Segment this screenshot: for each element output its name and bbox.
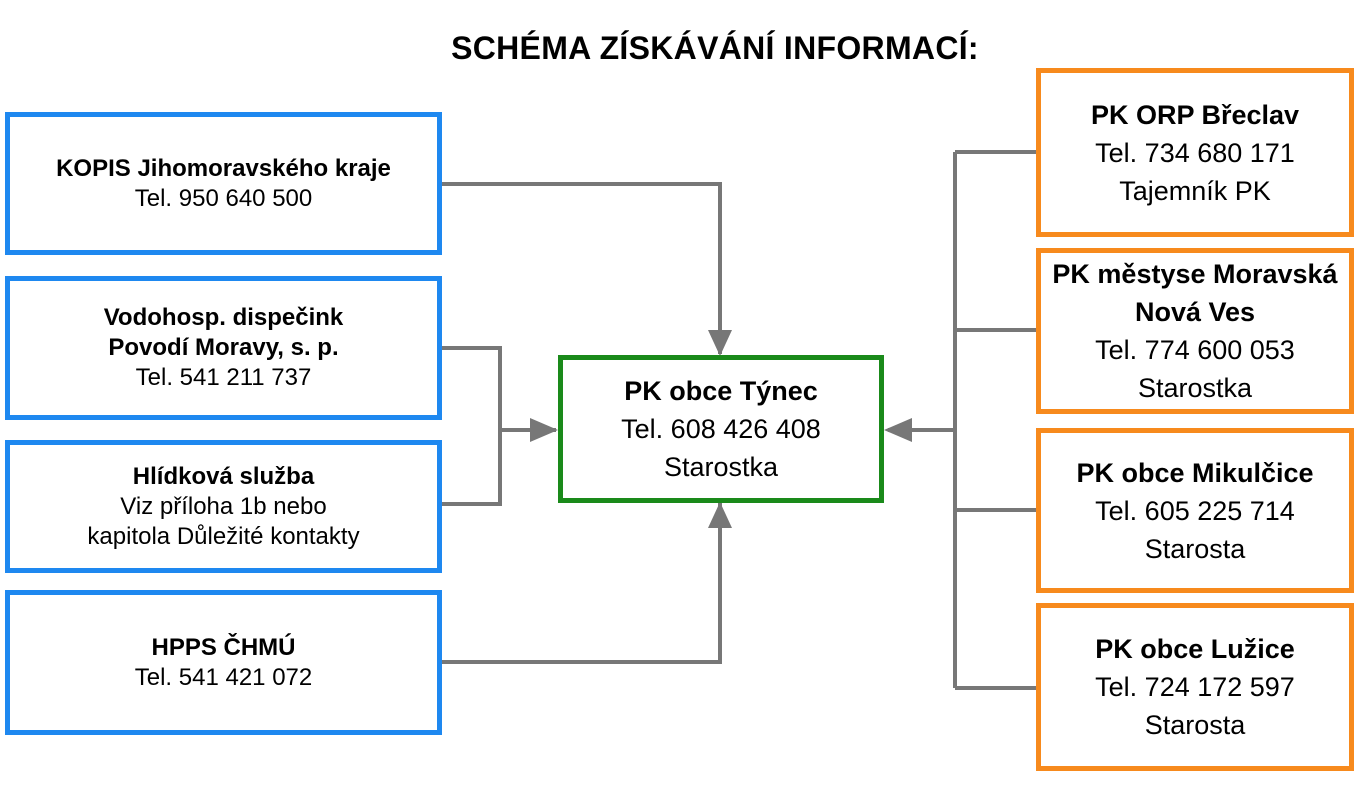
arrow-right (884, 418, 912, 442)
box-kopis: KOPIS Jihomoravského kraje Tel. 950 640 … (5, 112, 442, 255)
connector-kopis (441, 182, 722, 354)
box-hlidkova-line1: Viz příloha 1b nebo (120, 492, 327, 520)
box-mnv-phone: Tel. 774 600 053 (1095, 335, 1295, 365)
box-center-phone: Tel. 608 426 408 (621, 414, 821, 444)
connector-vodohosp (441, 346, 502, 506)
box-center-tynec: PK obce Týnec Tel. 608 426 408 Starostka (558, 355, 884, 503)
box-moravska-nova-ves: PK městyse Moravská Nová Ves Tel. 774 60… (1036, 248, 1354, 414)
box-orp-name: PK ORP Břeclav (1090, 99, 1300, 130)
box-vodohosp-name2: Povodí Moravy, s. p. (108, 334, 339, 361)
box-center-role: Starostka (663, 452, 779, 482)
box-hpps-phone: Tel. 541 421 072 (134, 663, 313, 691)
box-hlidkova-line2: kapitola Důležité kontakty (87, 522, 360, 550)
box-hpps: HPPS ČHMÚ Tel. 541 421 072 (5, 590, 442, 735)
box-kopis-phone: Tel. 950 640 500 (134, 184, 313, 212)
box-vodohosp-name1: Vodohosp. dispečink (103, 304, 344, 331)
box-mikulcice-name: PK obce Mikulčice (1076, 457, 1314, 488)
box-mikulcice-phone: Tel. 605 225 714 (1095, 495, 1295, 526)
box-luzice-role: Starosta (1144, 710, 1246, 740)
box-orp-role: Tajemník PK (1119, 175, 1271, 206)
box-mnv-name2: Nová Ves (1134, 297, 1256, 327)
box-mnv-name1: PK městyse Moravská (1052, 259, 1338, 289)
connector-hpps (441, 502, 722, 664)
box-luzice-name: PK obce Lužice (1095, 634, 1295, 664)
box-kopis-name: KOPIS Jihomoravského kraje (56, 154, 391, 182)
arrow-top (708, 330, 732, 356)
page-title: SCHÉMA ZÍSKÁVÁNÍ INFORMACÍ: (451, 30, 979, 66)
box-vodohosp-phone: Tel. 541 211 737 (135, 364, 312, 391)
box-orp-phone: Tel. 734 680 171 (1095, 137, 1295, 168)
box-hpps-name: HPPS ČHMÚ (151, 633, 296, 661)
box-hlidkova-name: Hlídková služba (132, 462, 315, 490)
box-hlidkova: Hlídková služba Viz příloha 1b nebo kapi… (5, 440, 442, 573)
arrow-bottom (708, 502, 732, 528)
box-center-name: PK obce Týnec (624, 376, 818, 406)
box-luzice: PK obce Lužice Tel. 724 172 597 Starosta (1036, 603, 1354, 771)
box-mnv-role: Starostka (1137, 373, 1253, 403)
box-mikulcice-role: Starosta (1144, 533, 1246, 564)
box-luzice-phone: Tel. 724 172 597 (1095, 672, 1295, 702)
box-vodohosp: Vodohosp. dispečink Povodí Moravy, s. p.… (5, 276, 442, 420)
box-mikulcice: PK obce Mikulčice Tel. 605 225 714 Staro… (1036, 428, 1354, 593)
box-orp-breclav: PK ORP Břeclav Tel. 734 680 171 Tajemník… (1036, 68, 1354, 237)
arrow-left (530, 418, 558, 442)
